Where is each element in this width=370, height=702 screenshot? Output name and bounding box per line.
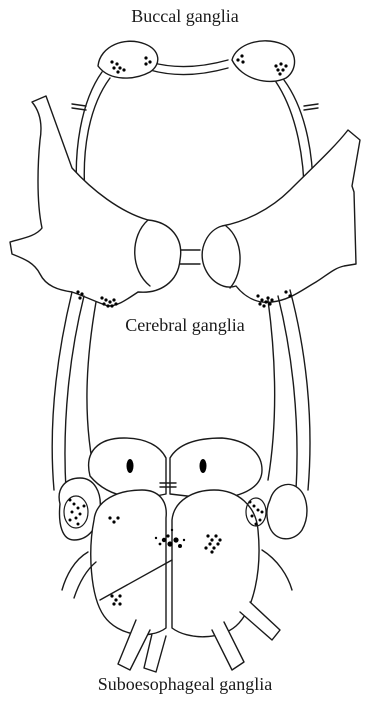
right-cerebral-ganglion bbox=[202, 130, 360, 302]
right-pleural-ganglion bbox=[170, 438, 262, 498]
suboesophageal-ganglia-label: Suboesophageal ganglia bbox=[0, 674, 370, 695]
right-buccal-ganglion bbox=[232, 41, 295, 82]
left-cerebral-ganglion bbox=[10, 96, 181, 306]
cerebral-ganglia bbox=[10, 96, 360, 306]
buccal-ganglia bbox=[72, 41, 318, 210]
left-buccal-ganglion bbox=[98, 41, 158, 78]
left-pedal-ganglion bbox=[91, 490, 166, 635]
right-parietal-ganglion bbox=[267, 484, 307, 538]
buccal-ganglia-label: Buccal ganglia bbox=[0, 6, 370, 27]
cerebral-ganglia-label: Cerebral ganglia bbox=[0, 315, 370, 336]
